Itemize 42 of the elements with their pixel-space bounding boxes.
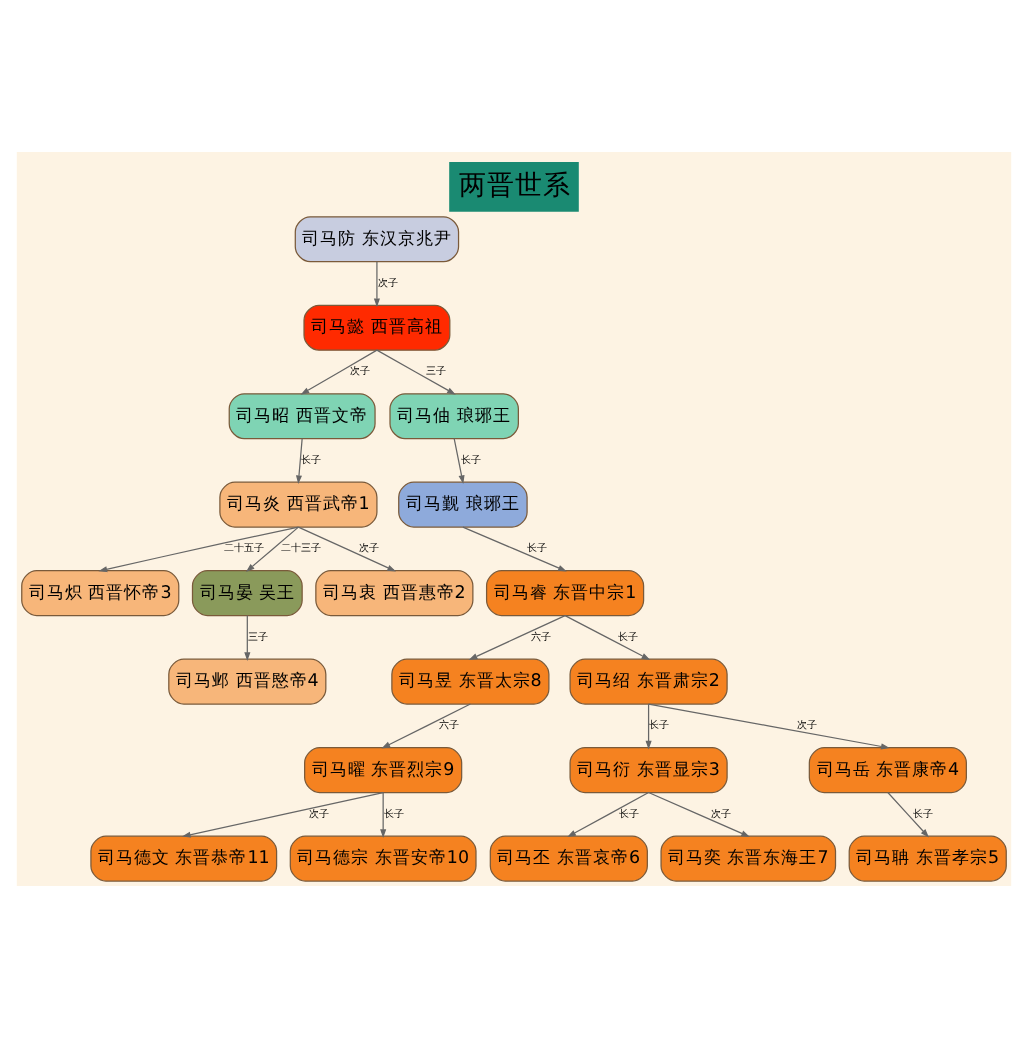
arrow (295, 438, 303, 485)
arrow (887, 791, 929, 838)
node-box: 司马德宗 东晋安帝10 (289, 835, 477, 882)
node-box: 司马聃 东晋孝宗5 (848, 835, 1007, 882)
node-box: 司马衷 西晋惠帝2 (315, 570, 474, 617)
node-box: 司马昭 西晋文帝 (228, 393, 376, 440)
arrow (376, 349, 456, 395)
diagram-title: 两晋世系 (459, 169, 572, 202)
arrow (181, 791, 384, 838)
node-box: 司马晏 吴王 (191, 570, 303, 617)
arrow (98, 526, 300, 573)
node-box: 司马昱 东晋太宗8 (391, 658, 550, 705)
node-box: 司马防 东汉京兆尹 (294, 216, 460, 263)
arrow (647, 791, 750, 837)
arrow (453, 438, 465, 485)
arrow (564, 614, 651, 661)
node-box: 司马绍 东晋肃宗2 (569, 658, 728, 705)
arrow (245, 526, 300, 572)
node-box: 司马丕 东晋哀帝6 (489, 835, 648, 882)
arrow (468, 614, 566, 660)
node-box: 司马伷 琅琊王 (389, 393, 519, 440)
arrow (373, 261, 380, 308)
arrow (567, 791, 650, 838)
node-box: 司马曜 东晋烈宗9 (304, 747, 463, 794)
node-box: 司马邺 西晋愍帝4 (168, 658, 327, 705)
node-box: 司马奕 东晋东海王7 (660, 835, 837, 882)
node-box: 司马炽 西晋怀帝3 (21, 570, 180, 617)
arrow (381, 703, 471, 749)
node-box: 司马睿 东晋中宗1 (485, 570, 645, 617)
arrow (462, 526, 567, 572)
arrow (647, 703, 890, 750)
arrow (645, 703, 652, 750)
node-box: 司马觐 琅琊王 (398, 481, 528, 528)
node-box: 司马衍 东晋显宗3 (569, 747, 728, 794)
arrow (297, 526, 397, 572)
node-box: 司马岳 东晋康帝4 (808, 747, 967, 794)
arrow (380, 791, 387, 839)
node-box: 司马懿 西晋高祖 (303, 304, 451, 351)
arrow (300, 349, 378, 395)
node-box: 司马德文 东晋恭帝11 (90, 835, 278, 882)
arrow (244, 614, 251, 662)
node-box: 司马炎 西晋武帝1 (219, 481, 378, 528)
